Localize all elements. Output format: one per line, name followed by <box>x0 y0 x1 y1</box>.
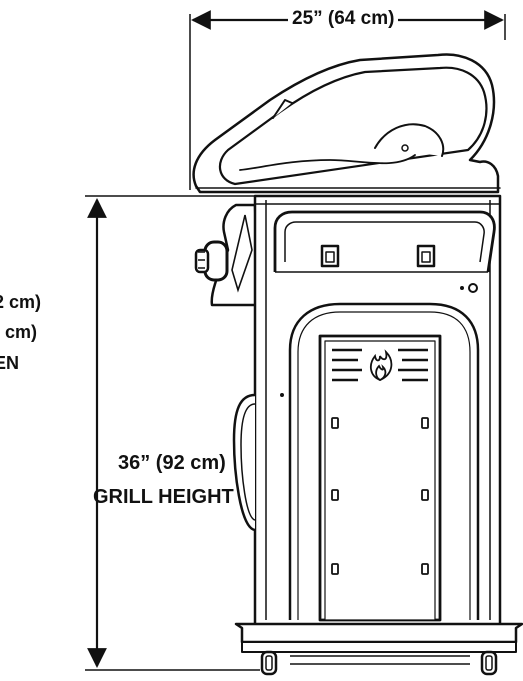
grill-cart <box>232 194 502 628</box>
width-dimension-label: 25” (64 cm) <box>288 8 399 30</box>
cut-dimension-label-3: EN <box>0 353 20 373</box>
cut-dimension-label-2: ) cm) <box>0 322 38 342</box>
cut-dimension-label-1: 2 cm) <box>0 292 42 312</box>
grill-lid <box>192 53 501 194</box>
height-dimension-caption: GRILL HEIGHT <box>93 486 234 508</box>
grill-base <box>234 622 523 676</box>
height-dimension-value: 36” (92 cm) <box>118 452 226 474</box>
flame-logo-icon <box>369 349 393 382</box>
control-knob <box>194 240 229 282</box>
